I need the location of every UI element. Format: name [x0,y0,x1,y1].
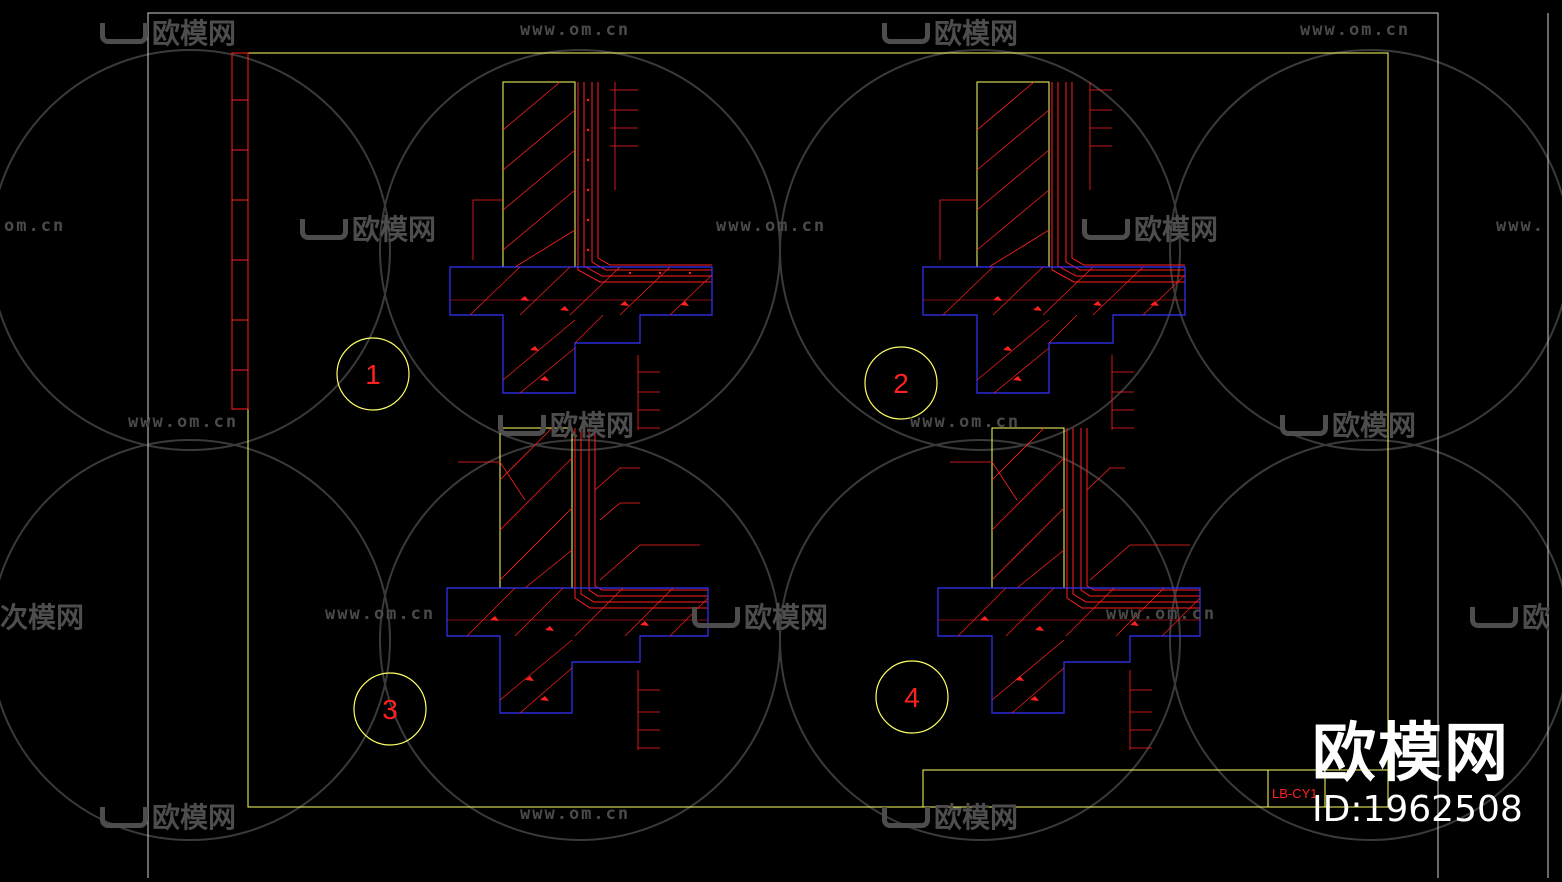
watermark-logo: 欧模网 [1280,404,1416,444]
brand-id: ID:1962508 [1312,789,1523,830]
watermark-url: www. [1496,216,1545,236]
title-block [922,769,1388,807]
watermark-logo: 欧模网 [300,208,436,248]
watermark-url: www.om.cn [1106,604,1217,624]
watermark-url: www.om.cn [910,412,1021,432]
detail-number-4: 4 [904,682,920,713]
detail-2: 2 [864,81,1186,430]
detail-number-1: 1 [365,359,381,390]
watermark-arcs [0,49,1562,841]
sheet-frame [147,12,1549,882]
watermark-logo: 欧模网 [882,12,1018,52]
brand-name: 欧模网 [1312,717,1510,791]
watermark-url: www.om.cn [520,804,631,824]
sofa-logo-icon [1280,414,1328,436]
detail-number-2: 2 [893,368,909,399]
watermark-url: om.cn [4,216,66,236]
watermark-logo: 欧模网 [1082,208,1218,248]
sofa-logo-icon [1470,606,1518,628]
watermark-logo-partial: 欧 [1470,596,1550,636]
sofa-logo-icon [100,806,148,828]
watermark-url: www.om.cn [128,412,239,432]
detail-3: 3 [353,427,709,750]
watermark-url: www.om.cn [716,216,827,236]
watermark-logo: 欧模网 [692,596,828,636]
watermark-logo: 欧模网 [100,796,236,836]
watermark-url: www.om.cn [325,604,436,624]
sofa-logo-icon [498,414,546,436]
watermark-logo: 欧模网 [498,404,634,444]
watermark-url: www.om.cn [1300,20,1411,40]
sofa-logo-icon [882,22,930,44]
sofa-logo-icon [1082,218,1130,240]
watermark-logo: 欧模网 [100,12,236,52]
sofa-logo-icon [882,806,930,828]
detail-4: 4 [875,427,1201,750]
sofa-logo-icon [300,218,348,240]
sofa-logo-icon [100,22,148,44]
sofa-logo-icon [692,606,740,628]
brand-badge: 欧模网 ID:1962508 [1312,718,1523,830]
watermark-logo: 欧模网 [882,796,1018,836]
watermark-url: www.om.cn [520,20,631,40]
revision-column [231,52,249,410]
detail-number-3: 3 [382,694,398,725]
drawing-code: LB-CY1 [1272,786,1318,801]
watermark-logo-partial: 次模网 [0,601,85,634]
detail-1: 1 [336,81,713,430]
